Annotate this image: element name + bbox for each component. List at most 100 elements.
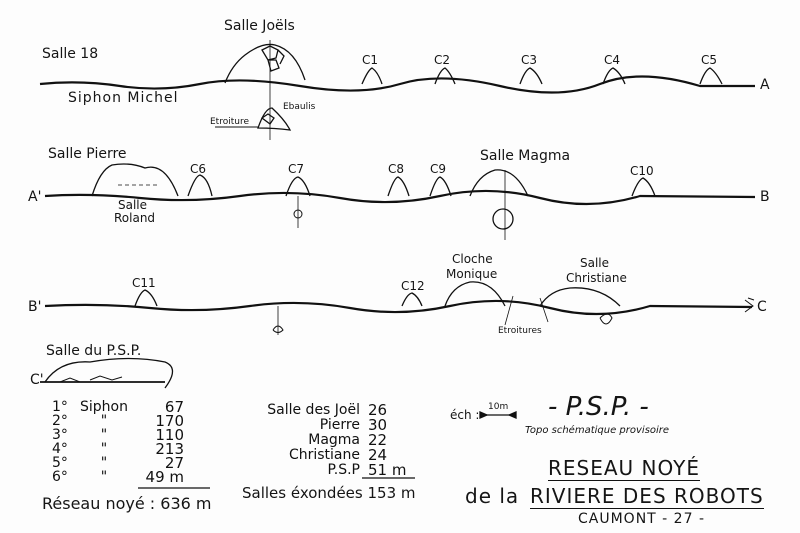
siphon-row: 6° " 49 m	[52, 468, 184, 486]
title-line1: RESEAU NOYÉ	[548, 456, 701, 481]
label-c4: C4	[604, 53, 621, 67]
siphon-row: 5°"27	[52, 455, 184, 471]
salle-magma-outline	[469, 169, 529, 197]
salle-joels-outline	[224, 43, 306, 84]
salle-row: P.S.P 51 m	[240, 463, 418, 478]
label-c8: C8	[388, 162, 405, 176]
label-c11: C11	[132, 276, 156, 290]
salle-joels-boulders	[261, 45, 285, 72]
siphon-length: 49 m	[145, 468, 184, 486]
salle-length: 26	[368, 401, 388, 419]
label-c1: C1	[362, 53, 379, 67]
salle-length: 24	[368, 446, 388, 464]
row3-water-line	[44, 299, 753, 316]
cloche-monique-outline	[444, 281, 506, 307]
salle-name: P.S.P	[327, 462, 361, 478]
salle-name: Pierre	[319, 417, 360, 433]
salle-row: Salle des Joël 26	[240, 403, 418, 418]
siphon-row: 1° Siphon 67	[52, 398, 184, 416]
label-c3: C3	[521, 53, 538, 67]
salle-row: Pierre 30	[240, 418, 418, 433]
label-salle-christiane-2: Christiane	[566, 271, 627, 285]
label-salle-christiane-1: Salle	[580, 256, 610, 270]
salle-christiane-outline	[539, 287, 621, 307]
psp-start-marker: C'	[30, 372, 44, 388]
row2-start-marker: A'	[28, 189, 42, 205]
siphon-name: "	[100, 455, 108, 471]
title-prefix: de la	[465, 484, 520, 508]
label-salle-magma: Salle Magma	[480, 148, 571, 164]
siphon-row: 4°"213	[52, 441, 184, 457]
title-psp: - P.S.P. -	[548, 392, 649, 422]
c9-bump	[429, 176, 452, 197]
c8-bump	[387, 176, 410, 197]
siphon-row: 2°"170	[52, 412, 184, 430]
label-etroiture: Etroiture	[210, 117, 249, 127]
salle-name: Magma	[308, 432, 360, 448]
label-c6: C6	[190, 162, 207, 176]
siphon-total: Réseau noyé : 636 m	[42, 494, 212, 513]
row3-start-marker: B'	[28, 299, 42, 315]
title-line2: RIVIERE DES ROBOTS	[530, 484, 764, 509]
siphon-name: Siphon	[80, 399, 128, 415]
siphon-number: 5°	[52, 455, 68, 471]
label-siphon-michel: Siphon Michel	[68, 90, 179, 106]
c7-bump	[285, 176, 311, 197]
salles-total: Salles éxondées 153 m	[242, 484, 416, 502]
siphon-number: 1°	[52, 399, 68, 415]
magma-section	[492, 208, 514, 230]
label-c2: C2	[434, 53, 451, 67]
label-salle-pierre: Salle Pierre	[48, 146, 127, 162]
siphon-length: 110	[155, 426, 184, 444]
ebaulis-section	[257, 107, 292, 131]
row3-end-marker: C	[757, 299, 767, 315]
salle-length: 51 m	[368, 461, 407, 479]
siphon-number: 3°	[52, 427, 68, 443]
siphon-number: 2°	[52, 413, 68, 429]
label-salle-joels: Salle Joëls	[224, 18, 295, 34]
salle-length: 30	[368, 416, 388, 434]
row1-water-line	[39, 75, 755, 94]
salles-table: Salle des Joël 26 Pierre 30 Magma 22 Christ…	[240, 403, 418, 478]
siphon-number: 6°	[52, 469, 68, 485]
c2-bump	[434, 67, 456, 85]
label-salle-roland-2: Roland	[114, 211, 156, 225]
label-c10: C10	[630, 164, 654, 178]
salle-length: 22	[368, 431, 388, 449]
siphon-number: 4°	[52, 441, 68, 457]
c3-bump	[519, 67, 543, 85]
label-c9: C9	[430, 162, 447, 176]
label-etroitures: Etroitures	[498, 326, 542, 336]
siphon-name: "	[100, 427, 108, 443]
scale-value: 10m	[488, 402, 509, 412]
label-c7: C7	[288, 162, 305, 176]
row2-end-marker: B	[760, 189, 770, 205]
salle-name: Christiane	[288, 447, 360, 463]
c1-bump	[361, 67, 383, 85]
siphon-length: 67	[164, 398, 184, 416]
c11-bump	[134, 289, 158, 307]
label-ebaulis: Ebaulis	[283, 102, 316, 112]
row2-water-line	[44, 189, 756, 206]
salle-name: Salle des Joël	[267, 402, 360, 418]
c12-bump	[401, 292, 423, 307]
c10-bump	[631, 177, 656, 197]
label-salle-roland-1: Salle	[118, 198, 148, 212]
salle-row: Christiane 24	[240, 448, 418, 463]
label-salle-18: Salle 18	[42, 46, 99, 62]
salle-pierre-outline	[91, 163, 179, 197]
place-name: CAUMONT - 27 -	[578, 511, 705, 527]
siphon-length: 170	[155, 412, 184, 430]
label-salle-psp: Salle du P.S.P.	[46, 343, 142, 359]
label-monique: Monique	[446, 267, 498, 281]
label-c12: C12	[401, 279, 425, 293]
subtitle: Topo schématique provisoire	[525, 425, 670, 436]
siphon-row: 3° " 110	[52, 426, 184, 444]
label-c5: C5	[701, 53, 718, 67]
siphon-name: "	[100, 469, 108, 485]
c4-bump	[602, 67, 626, 85]
psp-profile	[44, 357, 174, 389]
label-cloche: Cloche	[452, 252, 493, 266]
